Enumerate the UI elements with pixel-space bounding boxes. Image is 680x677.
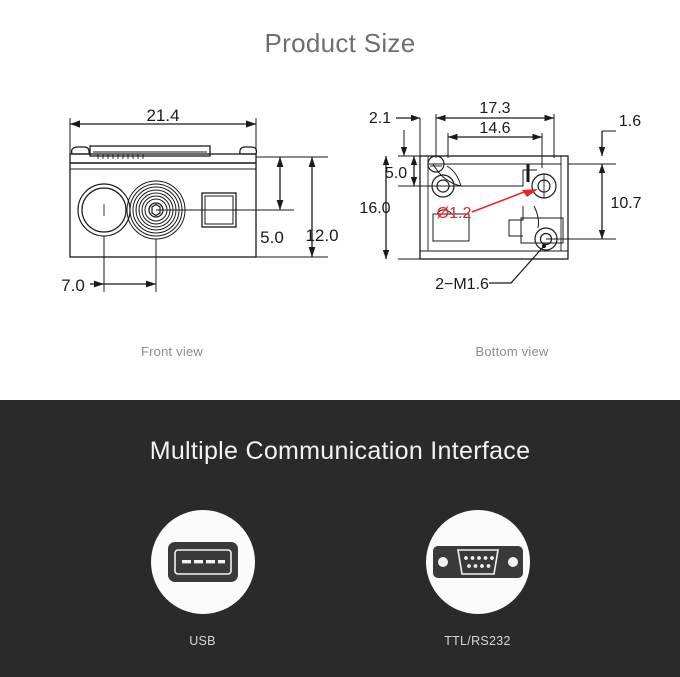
bottom-dim-span-inner: 14.6: [479, 120, 510, 137]
usb-port-label: USB: [189, 634, 216, 648]
front-view-caption: Front view: [141, 344, 203, 359]
front-view-drawing: 21.4 5.0 12.0 7.0: [44, 96, 344, 311]
usb-port-icon: [167, 542, 238, 582]
serial-port-label: TTL/RS232: [444, 634, 511, 648]
bottom-dim-span-outer: 17.3: [479, 100, 510, 117]
bottom-dim-height-outer: 16.0: [359, 200, 390, 217]
serial-port-disc: [425, 510, 530, 614]
db9-serial-port-icon: [432, 546, 523, 578]
front-dim-width: 21.4: [146, 106, 179, 125]
bottom-dim-edge-left: 2.1: [369, 110, 391, 127]
bottom-dim-height-right: 10.7: [610, 195, 641, 212]
thread-callout-label: 2−M1.6: [435, 276, 489, 293]
communication-interface-section: Multiple Communication Interface USB: [0, 400, 680, 677]
product-size-section: Product Size: [44, 28, 658, 359]
communication-title: Multiple Communication Interface: [149, 437, 531, 465]
port-list: USB TTL/R: [0, 510, 680, 648]
front-dim-height-outer: 12.0: [305, 226, 338, 245]
bottom-view-drawing: 2.1 17.3 14.6 1.6 5.0 16.0 10.7 2−M1.6 Ø…: [358, 96, 658, 311]
port-item-serial: TTL/RS232: [418, 510, 538, 648]
hole-diameter-leader: [471, 189, 538, 213]
bottom-view-caption: Bottom view: [475, 344, 549, 359]
bottom-dim-edge-top-right: 1.6: [619, 113, 641, 130]
bottom-dim-height-inner: 5.0: [385, 165, 407, 182]
hole-diameter-label: Ø1.2: [437, 205, 472, 222]
front-dim-offset-left: 7.0: [61, 276, 85, 295]
port-item-usb: USB: [143, 510, 263, 648]
usb-port-disc: [150, 510, 255, 614]
page-title: Product Size: [264, 28, 416, 58]
front-dim-height-inner: 5.0: [260, 228, 284, 247]
